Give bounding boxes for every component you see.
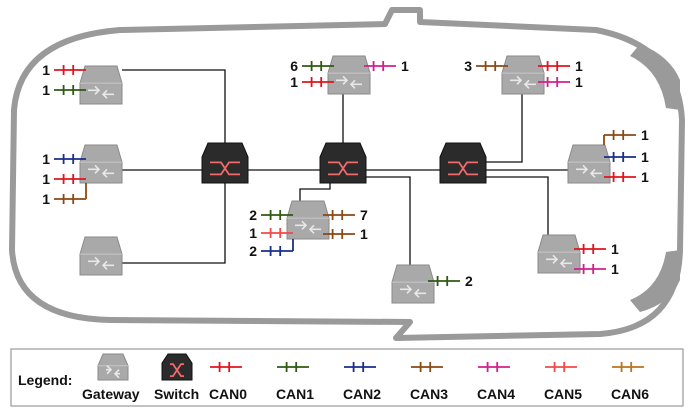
legend-label-can5: CAN5 <box>544 386 582 402</box>
gw-right-1 <box>567 144 611 184</box>
can-count-label: 1 <box>42 82 50 98</box>
can-stub-can3 <box>54 194 86 204</box>
backbone-wire <box>122 183 226 264</box>
legend-stub-can1 <box>277 362 309 372</box>
can-stub-can5 <box>261 228 293 238</box>
car-rear-light-bottom <box>630 250 680 312</box>
car-rear-light-top <box>630 44 680 110</box>
can-count-label: 1 <box>641 169 649 185</box>
can-count-label: 1 <box>611 261 619 277</box>
can-count-label: 3 <box>464 58 472 74</box>
can-count-label: 1 <box>401 58 409 74</box>
can-count-label: 1 <box>42 171 50 187</box>
can-stub-can1 <box>428 276 460 286</box>
can-count-label: 1 <box>641 149 649 165</box>
can-count-label: 2 <box>249 243 257 259</box>
switch-right <box>439 142 487 184</box>
legend-label-can4: CAN4 <box>477 386 515 402</box>
switch-center <box>319 142 367 184</box>
gw-left-2 <box>79 144 123 184</box>
legend-switch-icon <box>161 353 193 381</box>
legend-stub-can6 <box>612 362 644 372</box>
can-count-label: 1 <box>360 226 368 242</box>
can-stub-can1 <box>54 85 86 95</box>
can-stub-can2 <box>604 152 636 162</box>
can-stub-can1 <box>261 210 293 220</box>
backbone-wire <box>299 183 331 205</box>
legend-switch-label: Switch <box>154 386 199 402</box>
legend-stub-can2 <box>344 362 376 372</box>
legend-label-can6: CAN6 <box>611 386 649 402</box>
legend-stub-can5 <box>545 362 577 372</box>
legend-label-can3: CAN3 <box>410 386 448 402</box>
can-stub-can3 <box>476 61 508 71</box>
can-stub-can0 <box>538 61 570 71</box>
can-count-label: 1 <box>611 241 619 257</box>
can-count-label: 1 <box>641 127 649 143</box>
can-count-label: 1 <box>575 74 583 90</box>
backbone-wires <box>122 69 568 269</box>
gw-left-3 <box>79 236 123 276</box>
can-stub-can4 <box>538 77 570 87</box>
can-stub-can2 <box>54 154 86 164</box>
can-count-label: 1 <box>575 58 583 74</box>
legend-stub-can4 <box>478 362 510 372</box>
can-stub-can1 <box>302 61 334 71</box>
legend-gateway-label: Gateway <box>82 386 140 402</box>
legend-label-can0: CAN0 <box>209 386 247 402</box>
can-count-label: 1 <box>42 191 50 207</box>
can-count-label: 1 <box>42 151 50 167</box>
legend-title: Legend: <box>18 372 72 388</box>
can-count-label: 2 <box>249 207 257 223</box>
can-count-label: 1 <box>42 62 50 78</box>
switch-left <box>201 142 249 184</box>
can-stub-can2 <box>261 246 293 256</box>
can-count-label: 1 <box>290 74 298 90</box>
legend-stub-can0 <box>210 362 242 372</box>
can-stub-can0 <box>54 65 86 75</box>
backbone-wire <box>366 176 411 269</box>
can-count-label: 6 <box>290 58 298 74</box>
legend-label-can2: CAN2 <box>343 386 381 402</box>
can-count-label: 1 <box>249 225 257 241</box>
legend-label-can1: CAN1 <box>276 386 314 402</box>
can-stub-can0 <box>574 244 606 254</box>
can-stub-can3 <box>604 130 636 140</box>
gw-top-center <box>327 55 371 95</box>
gw-center <box>286 200 330 240</box>
can-stub-can0 <box>604 172 636 182</box>
legend-stub-can3 <box>411 362 443 372</box>
backbone-wire <box>122 69 226 143</box>
backbone-wire <box>486 88 523 163</box>
legend-gateway-icon <box>97 353 129 381</box>
legend-items: CAN0 CAN1 CAN2 CAN3 CAN4 CAN5 CAN6 <box>97 353 649 402</box>
can-stub-can0 <box>54 174 86 184</box>
can-stub-can0 <box>302 77 334 87</box>
can-stub-can4 <box>364 61 396 71</box>
gw-left-1 <box>79 65 123 105</box>
backbone-wire <box>486 176 549 243</box>
gw-right-2 <box>537 234 581 274</box>
gw-bottom-center <box>391 264 435 304</box>
gw-top-right <box>501 55 545 95</box>
can-count-label: 2 <box>465 273 473 289</box>
can-stub-can4 <box>574 264 606 274</box>
can-count-label: 7 <box>360 207 368 223</box>
can-stub-can3 <box>323 229 355 239</box>
can-stub-can3 <box>323 210 355 220</box>
